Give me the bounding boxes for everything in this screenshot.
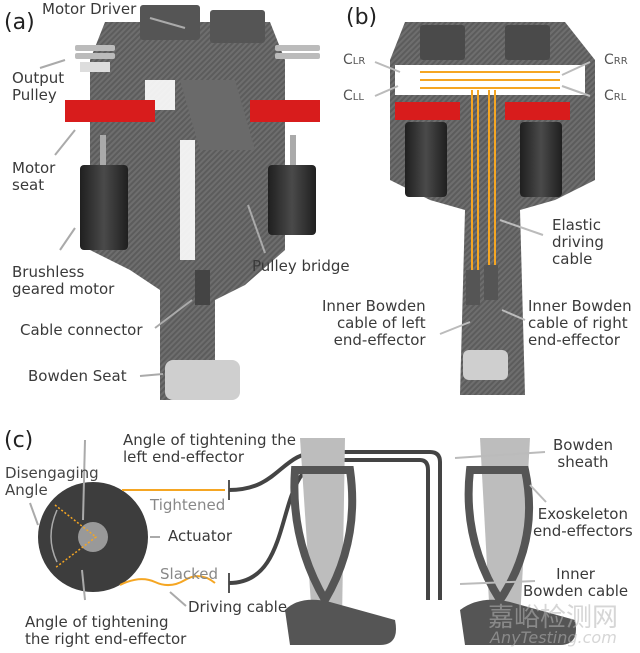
exo-left — [290, 466, 357, 608]
angle-lines — [54, 504, 98, 569]
watermark-en: AnyTesting.com — [490, 628, 617, 647]
label-elastic-cable: Elastic driving cable — [552, 216, 604, 268]
motor-seat-left — [65, 100, 155, 122]
panel-b-device — [374, 22, 595, 395]
panel-label-b: (b) — [346, 5, 378, 30]
label-angle-left: Angle of tightening the left end-effecto… — [123, 431, 296, 466]
label-bowden-sheath: Bowden sheath — [553, 436, 613, 471]
bowden-seat-b — [463, 350, 508, 380]
label-motor-seat: Motor seat — [12, 159, 56, 194]
shoe-right — [460, 599, 576, 645]
slacked-cable — [119, 575, 216, 586]
label-cable-connector: Cable connector — [20, 321, 143, 339]
motor-left — [80, 165, 128, 250]
label-disengaging-angle: Disengaging Angle — [5, 464, 99, 499]
label-inner-bowden-cable: Inner Bowden cable — [523, 565, 629, 600]
label-actuator: Actuator — [168, 527, 233, 545]
label-exo-end-effectors: Exoskeleton end-effectors — [533, 505, 633, 540]
label-brushless-motor: Brushless geared motor — [12, 263, 115, 298]
label-slacked: Slacked — [160, 565, 219, 583]
motor-driver-b-right — [505, 25, 550, 60]
exo-right — [464, 466, 534, 608]
panel-label-c: (c) — [4, 428, 34, 453]
motor-seat-b-left — [395, 102, 460, 120]
label-motor-driver: Motor Driver — [42, 0, 137, 18]
label-pulley-bridge: Pulley bridge — [252, 257, 350, 275]
motor-right — [268, 165, 316, 235]
panel-a-device — [39, 5, 320, 400]
motor-seat-right — [250, 100, 320, 122]
label-inner-bowden-right: Inner Bowden cable of right end-effector — [528, 297, 632, 349]
watermark-cn: 嘉峪检测网 — [488, 603, 619, 633]
label-angle-right: Angle of tightening the right end-effect… — [25, 613, 187, 648]
panel-c-diagram — [29, 438, 576, 645]
label-c-rl: CRL — [604, 88, 627, 104]
disengaging-arc — [50, 509, 58, 563]
bowden-seat — [165, 360, 240, 400]
label-output-pulley: Output Pulley — [12, 69, 65, 104]
label-c-ll: CLL — [343, 88, 364, 104]
motor-seat-b-right — [505, 102, 570, 120]
label-bowden-seat: Bowden Seat — [28, 367, 127, 385]
label-tightened: Tightened — [150, 496, 226, 514]
label-inner-bowden-left: Inner Bowden cable of left end-effector — [322, 297, 426, 349]
pulley-bridge-a — [180, 80, 255, 150]
label-driving-cable: Driving cable — [188, 598, 288, 616]
output-pulley-left — [75, 45, 115, 51]
motor-driver-b-left — [420, 25, 465, 60]
output-pulley-right — [275, 45, 320, 51]
elastic-cables-b — [420, 71, 560, 300]
label-c-lr: CLR — [343, 52, 366, 68]
motor-driver-left — [140, 5, 200, 40]
motor-driver-right — [210, 10, 265, 43]
label-c-rr: CRR — [604, 52, 628, 68]
panel-label-a: (a) — [4, 10, 35, 35]
cable-connector — [195, 270, 210, 305]
shoe-left — [285, 599, 396, 645]
